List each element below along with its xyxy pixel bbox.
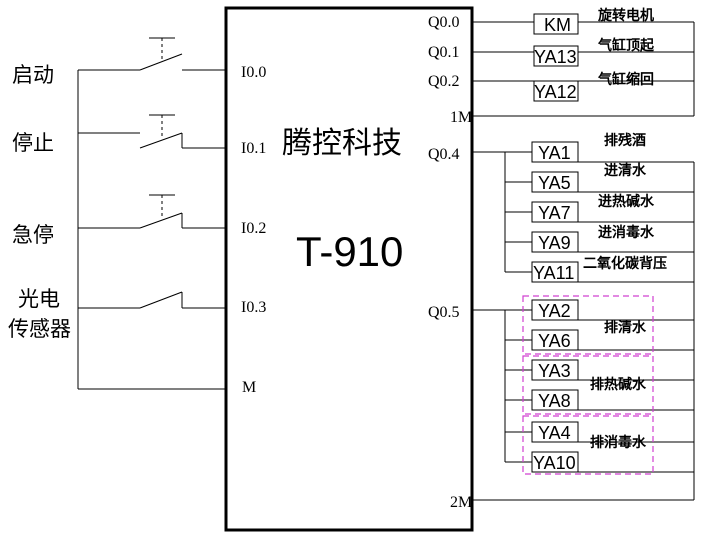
group-box-drain-alkali [522, 355, 654, 415]
coil-ya7: YA7 [538, 203, 571, 223]
desc-drain-disinfect: 排消毒水 [590, 434, 647, 451]
input-label-estop: 急停 [12, 223, 54, 247]
coil-ya12: YA12 [534, 82, 577, 102]
pin-i01: I0.1 [241, 140, 266, 157]
coil-ya9-box [531, 231, 579, 253]
pin-q02: Q0.2 [428, 73, 460, 90]
pin-i02: I0.2 [241, 220, 266, 237]
pin-m: M [242, 379, 256, 396]
coil-ya12-box [533, 80, 579, 102]
desc-drain-residual: 排残酒 [604, 132, 646, 149]
coil-ya5: YA5 [538, 173, 571, 193]
input-label-start: 启动 [12, 63, 54, 87]
pin-q00: Q0.0 [428, 14, 460, 31]
output-q05-wiring [472, 162, 695, 501]
input-label-photo-1: 光电 [18, 287, 60, 311]
desc-inlet-disinfect: 进消毒水 [598, 224, 655, 241]
output-group-1-wiring [472, 21, 695, 117]
coil-ya10-box [531, 451, 579, 473]
pin-q05: Q0.5 [428, 304, 460, 321]
desc-inlet-water: 进清水 [604, 162, 647, 179]
coil-ya8: YA8 [538, 391, 571, 411]
switch-start [78, 37, 226, 71]
desc-drain-water: 排清水 [604, 319, 647, 336]
coil-ya11: YA11 [533, 263, 574, 283]
plc-body [224, 6, 474, 532]
coil-ya13: YA13 [534, 47, 577, 67]
group-box-drain-disinfect [522, 415, 654, 475]
pin-i00: I0.0 [241, 64, 266, 81]
coil-ya4: YA4 [538, 423, 571, 443]
plc-model: T-910 [296, 228, 403, 275]
switch-estop [78, 194, 226, 229]
desc-cylinder-up: 气缸顶起 [597, 37, 655, 54]
coil-ya7-box [531, 201, 579, 223]
pin-i03: I0.3 [241, 299, 266, 316]
input-label-stop: 停止 [12, 131, 54, 155]
pin-2m: 2M [450, 494, 472, 511]
desc-drain-alkali: 排热碱水 [590, 376, 647, 393]
coil-ya10: YA10 [533, 453, 576, 473]
coil-ya9: YA9 [538, 233, 571, 253]
pin-q04: Q0.4 [428, 146, 460, 163]
coil-ya2: YA2 [538, 301, 571, 321]
desc-rotate-motor: 旋转电机 [597, 7, 654, 24]
coil-ya11-box [531, 261, 579, 283]
coil-ya1: YA1 [538, 143, 571, 163]
coil-ya2-box [531, 299, 579, 321]
group-box-drain-water [522, 295, 654, 355]
input-label-photo-2: 传感器 [8, 317, 71, 341]
coil-ya3: YA3 [538, 361, 571, 381]
pin-1m: 1M [450, 109, 472, 126]
coil-ya3-box [531, 359, 579, 381]
coil-ya6-box [531, 329, 579, 351]
switch-photo-sensor [78, 291, 226, 309]
switch-stop [78, 114, 226, 149]
coil-km-box [533, 13, 579, 35]
desc-inlet-alkali: 进热碱水 [598, 193, 655, 210]
coil-ya4-box [531, 421, 579, 443]
coil-ya1-box [531, 141, 579, 163]
coil-ya6: YA6 [538, 331, 571, 351]
desc-cylinder-down: 气缸缩回 [597, 71, 654, 88]
desc-co2-backpressure: 二氧化碳背压 [583, 255, 667, 272]
pin-q01: Q0.1 [428, 44, 460, 61]
coil-ya13-box [533, 45, 579, 67]
output-q04-wiring [472, 151, 694, 283]
plc-brand: 腾控科技 [282, 126, 402, 161]
coil-ya5-box [531, 171, 579, 193]
coil-ya8-box [531, 389, 579, 411]
coil-km: KM [544, 15, 571, 35]
